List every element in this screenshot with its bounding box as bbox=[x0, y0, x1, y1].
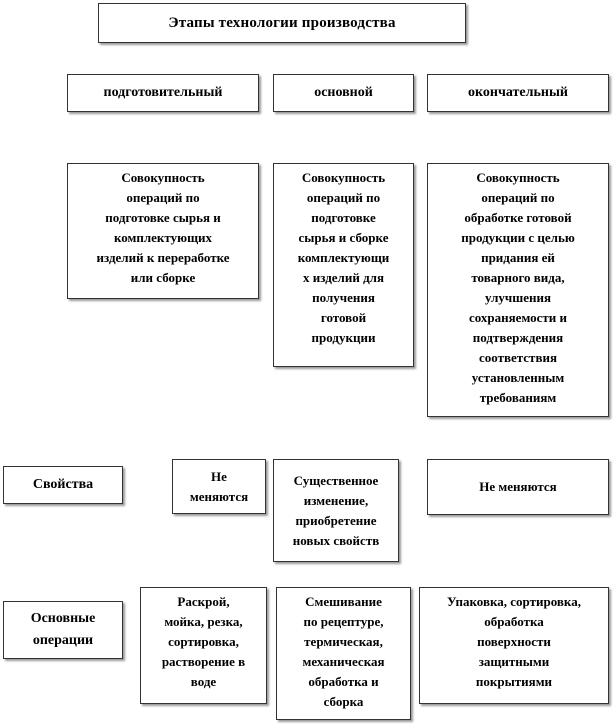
description-final: Совокупность операций по обработке готов… bbox=[427, 163, 609, 417]
stage-header-final: окончательный bbox=[427, 74, 609, 112]
stage-label: окончательный bbox=[468, 85, 568, 100]
property-final: Не меняются bbox=[427, 459, 609, 515]
operation-main: Смешивание по рецептуре, термическая, ме… bbox=[276, 587, 411, 720]
description-text: Совокупность операций по обработке готов… bbox=[461, 170, 575, 405]
row-label-properties: Свойства bbox=[3, 466, 123, 504]
stage-header-main: основной bbox=[273, 74, 414, 112]
property-text: Не меняются bbox=[479, 479, 557, 494]
property-main: Существенное изменение, приобретение нов… bbox=[273, 459, 399, 562]
property-text: Не меняются bbox=[189, 468, 249, 504]
row-label-operations: Основные операции bbox=[3, 601, 123, 659]
description-text: Совокупность операций по подготовке сырь… bbox=[96, 170, 230, 285]
description-preparatory: Совокупность операций по подготовке сырь… bbox=[67, 163, 259, 299]
diagram-title: Этапы технологии производства bbox=[168, 15, 396, 31]
operation-text: Раскрой, мойка, резка, сортировка, раств… bbox=[161, 594, 246, 689]
operation-text: Смешивание по рецептуре, термическая, ме… bbox=[302, 594, 385, 709]
operation-final: Упаковка, сортировка, обработка поверхно… bbox=[419, 587, 609, 704]
stage-label: подготовительный bbox=[103, 85, 223, 100]
stage-label: основной bbox=[314, 85, 373, 100]
operation-preparatory: Раскрой, мойка, резка, сортировка, раств… bbox=[140, 587, 267, 704]
property-text: Существенное изменение, приобретение нов… bbox=[292, 472, 380, 548]
row-label-text: Основные операции bbox=[30, 611, 96, 648]
description-main: Совокупность операций по подготовке сырь… bbox=[273, 163, 414, 367]
description-text: Совокупность операций по подготовке сырь… bbox=[297, 170, 390, 345]
diagram-title-box: Этапы технологии производства bbox=[98, 3, 466, 43]
row-label-text: Свойства bbox=[32, 477, 94, 492]
stage-header-preparatory: подготовительный bbox=[67, 74, 259, 112]
property-preparatory: Не меняются bbox=[172, 459, 266, 514]
operation-text: Упаковка, сортировка, обработка поверхно… bbox=[447, 594, 581, 689]
